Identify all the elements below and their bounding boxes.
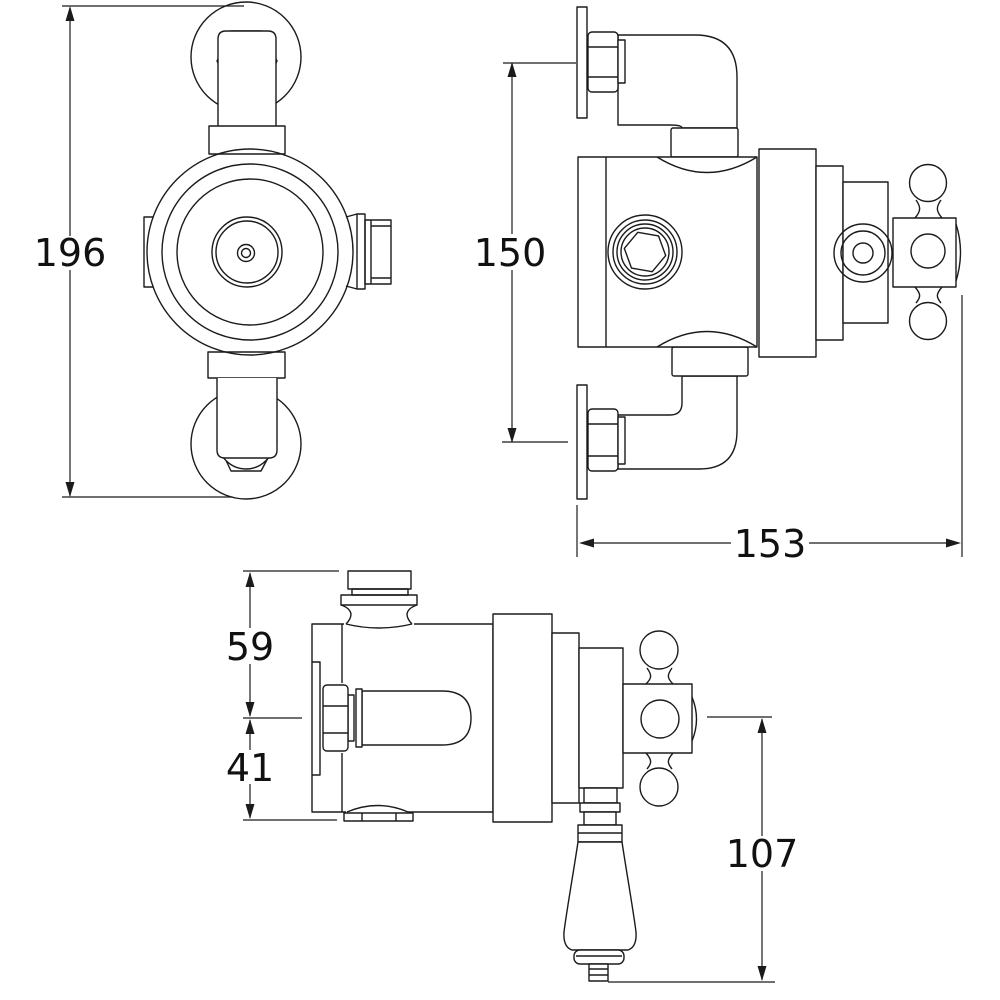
dim-label-59: 59 — [226, 625, 274, 669]
inlet-pipe-bottom — [216, 378, 278, 459]
top-crosshead-handle — [622, 630, 698, 807]
dim-label-107: 107 — [726, 832, 799, 876]
center-screw — [236, 243, 256, 263]
inlet-pipe-top — [217, 30, 277, 126]
top-valve-body — [311, 623, 494, 822]
side-wall-fittings — [576, 6, 626, 500]
dimension-inlet-spacing: 150 — [474, 62, 576, 443]
hex-nut-top-view — [322, 684, 349, 752]
front-view: 196 — [34, 1, 392, 500]
outlet-thread — [364, 219, 392, 285]
front-right-outlet — [345, 213, 392, 290]
dim-label-196: 196 — [34, 231, 107, 275]
dim-label-41: 41 — [226, 746, 274, 790]
top-outlet-connection — [340, 570, 418, 625]
top-left-outlet — [322, 684, 472, 752]
temp-stop-button — [852, 242, 874, 264]
body-boss-bottom — [671, 346, 749, 377]
elbow-pipe-top — [617, 34, 738, 129]
front-valve-body — [143, 148, 354, 356]
lever-tip — [588, 963, 609, 982]
dimension-overall-depth: 153 — [576, 295, 963, 566]
pipe-boss-top — [208, 125, 286, 155]
pipe-boss-bottom — [207, 351, 286, 379]
top-view: 59 41 107 — [226, 570, 799, 983]
blanking-plug — [361, 690, 472, 746]
top-cartridge — [492, 613, 624, 823]
side-plate — [312, 661, 321, 776]
dimension-overall-height: 196 — [34, 5, 244, 498]
front-bottom-wall-flange — [190, 351, 302, 500]
dimension-handle-depth: 107 — [608, 716, 799, 983]
hex-socket-detail — [607, 214, 683, 290]
union-nut-top — [587, 31, 619, 93]
front-top-wall-flange — [190, 1, 302, 155]
union-nut-bottom — [587, 408, 619, 472]
bottom-outlet-stub — [343, 812, 414, 822]
side-view: 150 153 — [474, 6, 963, 566]
body-boss-top — [670, 127, 739, 158]
elbow-pipe-bottom — [617, 375, 738, 470]
wall-plate-bottom — [576, 384, 588, 500]
dimension-59-41: 59 41 — [226, 570, 339, 821]
side-cartridge — [758, 148, 893, 358]
side-valve-body — [577, 156, 758, 348]
dim-label-150: 150 — [474, 231, 547, 275]
wall-plate-top — [576, 6, 588, 119]
dim-label-153: 153 — [734, 522, 807, 566]
side-crosshead-handle — [892, 163, 962, 341]
lever-grip — [563, 841, 637, 951]
left-blanking-tab — [143, 216, 153, 288]
outlet-flange — [356, 213, 366, 290]
lever-handle — [563, 787, 637, 982]
